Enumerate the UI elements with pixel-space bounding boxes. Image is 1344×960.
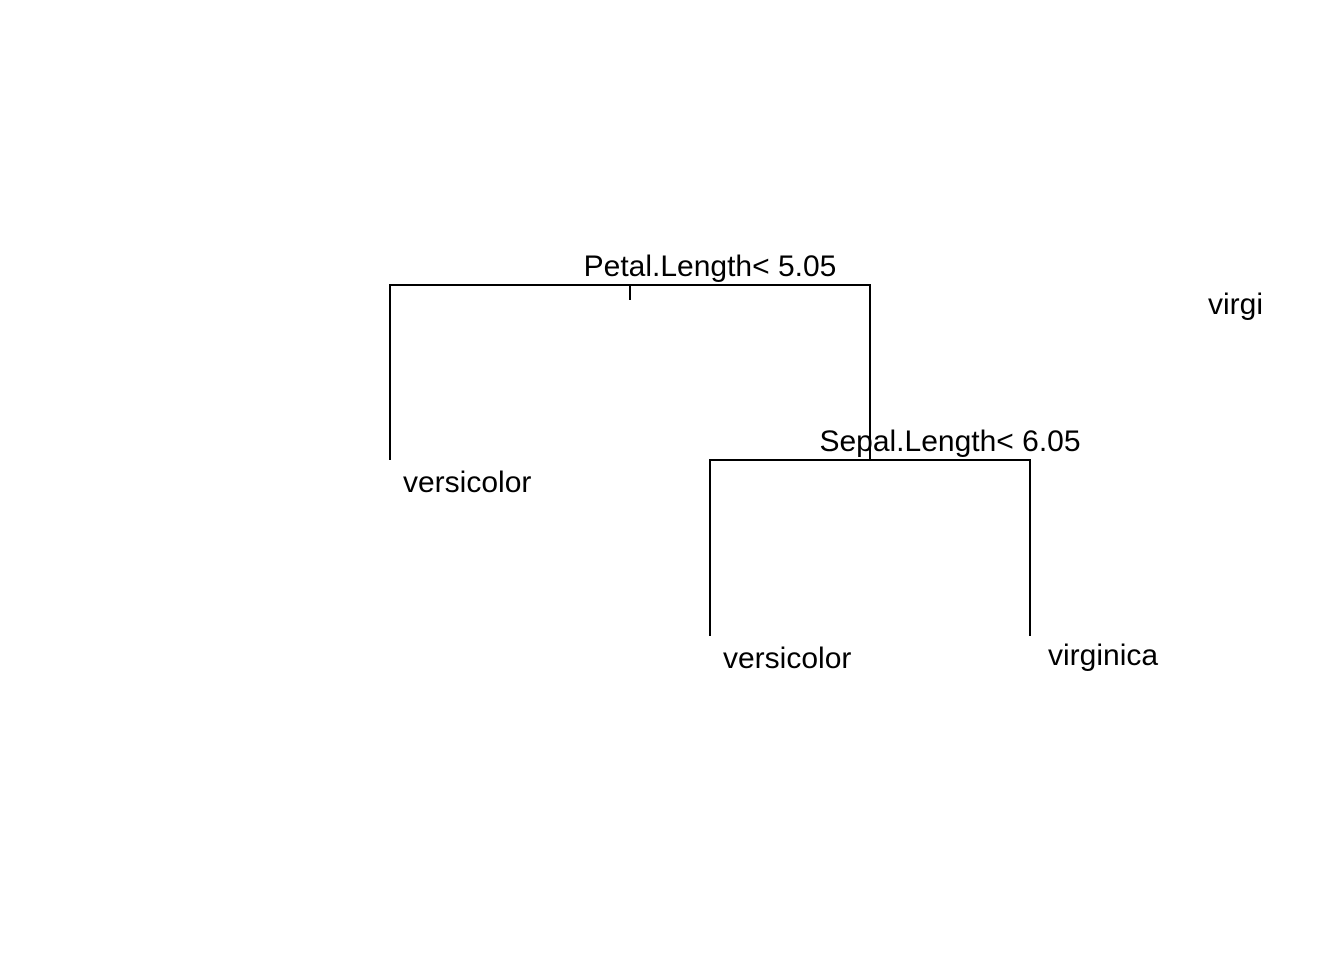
inner-left-leaf-label: versicolor bbox=[723, 642, 851, 675]
inner-right-leaf-label: virginica bbox=[1048, 639, 1158, 672]
inner-split-label: Sepal.Length< 6.05 bbox=[819, 425, 1080, 458]
left-leaf-label: versicolor bbox=[403, 466, 531, 499]
root-split-edge bbox=[389, 284, 871, 460]
inner-split-edge bbox=[709, 459, 1031, 636]
root-split-label: Petal.Length< 5.05 bbox=[584, 250, 837, 283]
clipped-right-leaf-label: virgi bbox=[1208, 288, 1263, 321]
